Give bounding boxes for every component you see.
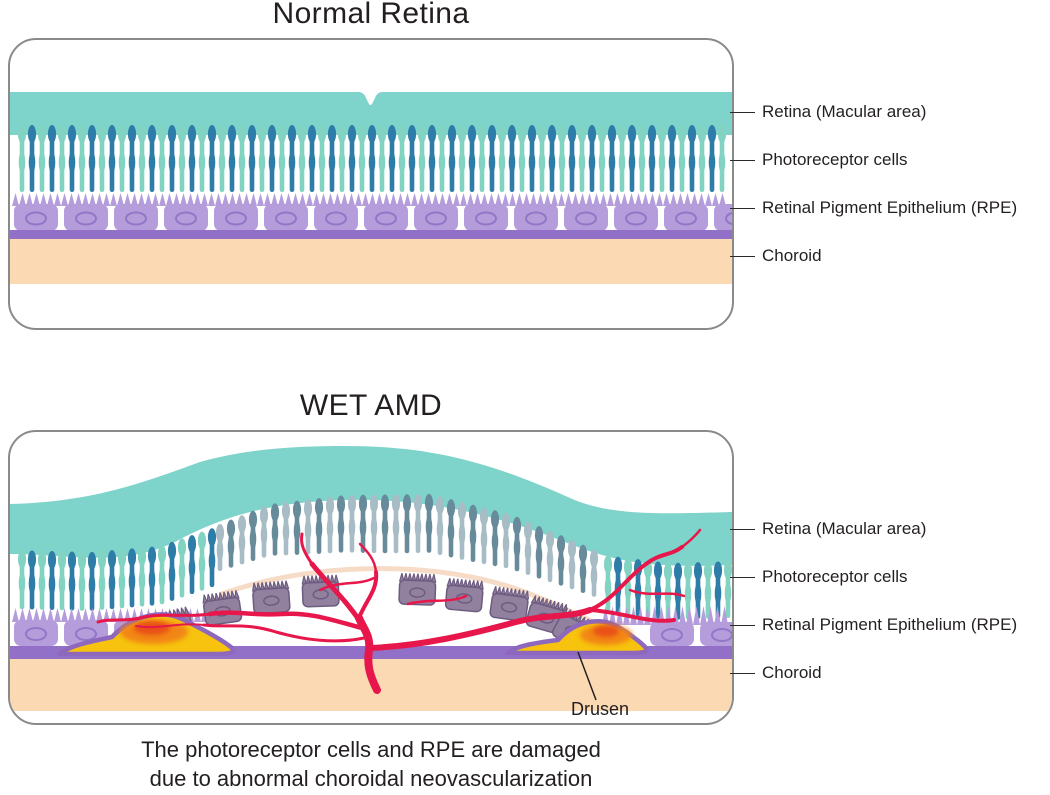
label-row-photoreceptors-amd: Photoreceptor cells xyxy=(730,565,908,589)
layer-label-choroid: Choroid xyxy=(762,663,822,682)
label-row-choroid-amd: Choroid xyxy=(730,661,822,685)
label-row-choroid-normal: Choroid xyxy=(730,244,822,268)
abnormal-blood-vessels xyxy=(96,528,702,694)
choroid-layer xyxy=(10,239,732,284)
label-tick xyxy=(730,576,755,578)
normal-retina-title: Normal Retina xyxy=(272,0,470,30)
rpe-layer xyxy=(12,193,732,231)
label-row-rpe-normal: Retinal Pigment Epithelium (RPE) xyxy=(730,196,1017,220)
label-tick xyxy=(730,672,755,674)
wet-amd-drawing xyxy=(10,446,732,711)
layer-label-retina: Retina (Macular area) xyxy=(762,519,927,538)
layer-label-photoreceptors: Photoreceptor cells xyxy=(762,567,908,586)
label-row-photoreceptors-normal: Photoreceptor cells xyxy=(730,148,908,172)
caption-line-2: due to abnormal choroidal neovasculariza… xyxy=(149,766,593,792)
caption: The photoreceptor cells and RPE are dama… xyxy=(8,735,734,793)
caption-line-1: The photoreceptor cells and RPE are dama… xyxy=(141,737,601,762)
label-tick xyxy=(730,624,755,626)
rpe-base-layer xyxy=(10,230,732,239)
label-tick xyxy=(730,255,755,257)
label-row-retina-amd: Retina (Macular area) xyxy=(730,517,926,541)
photoreceptor-cells-right xyxy=(603,555,732,620)
layer-label-retina: Retina (Macular area) xyxy=(762,102,927,121)
drusen-deposit-right xyxy=(505,619,649,656)
drusen-pointer-line xyxy=(577,651,597,701)
layer-label-rpe: Retinal Pigment Epithelium (RPE) xyxy=(762,198,1018,217)
wet-amd-panel xyxy=(8,430,734,725)
normal-retina-drawing xyxy=(10,92,732,284)
wet-amd-title: WET AMD xyxy=(299,389,443,422)
label-tick xyxy=(730,528,755,530)
layer-label-rpe: Retinal Pigment Epithelium (RPE) xyxy=(762,615,1018,634)
label-tick xyxy=(730,111,755,113)
retina-layer xyxy=(10,92,732,135)
photoreceptor-cells-left xyxy=(17,528,217,611)
drusen-label: Drusen xyxy=(570,699,630,719)
label-tick xyxy=(730,207,755,209)
label-row-rpe-amd: Retinal Pigment Epithelium (RPE) xyxy=(730,613,1017,637)
rpe-right xyxy=(602,606,732,646)
photoreceptor-cells-layer xyxy=(17,125,727,192)
damaged-photoreceptor-cells xyxy=(215,494,599,597)
label-tick xyxy=(730,159,755,161)
normal-retina-panel xyxy=(8,38,734,330)
label-row-retina-normal: Retina (Macular area) xyxy=(730,100,926,124)
layer-label-photoreceptors: Photoreceptor cells xyxy=(762,150,908,169)
layer-label-choroid: Choroid xyxy=(762,246,822,265)
